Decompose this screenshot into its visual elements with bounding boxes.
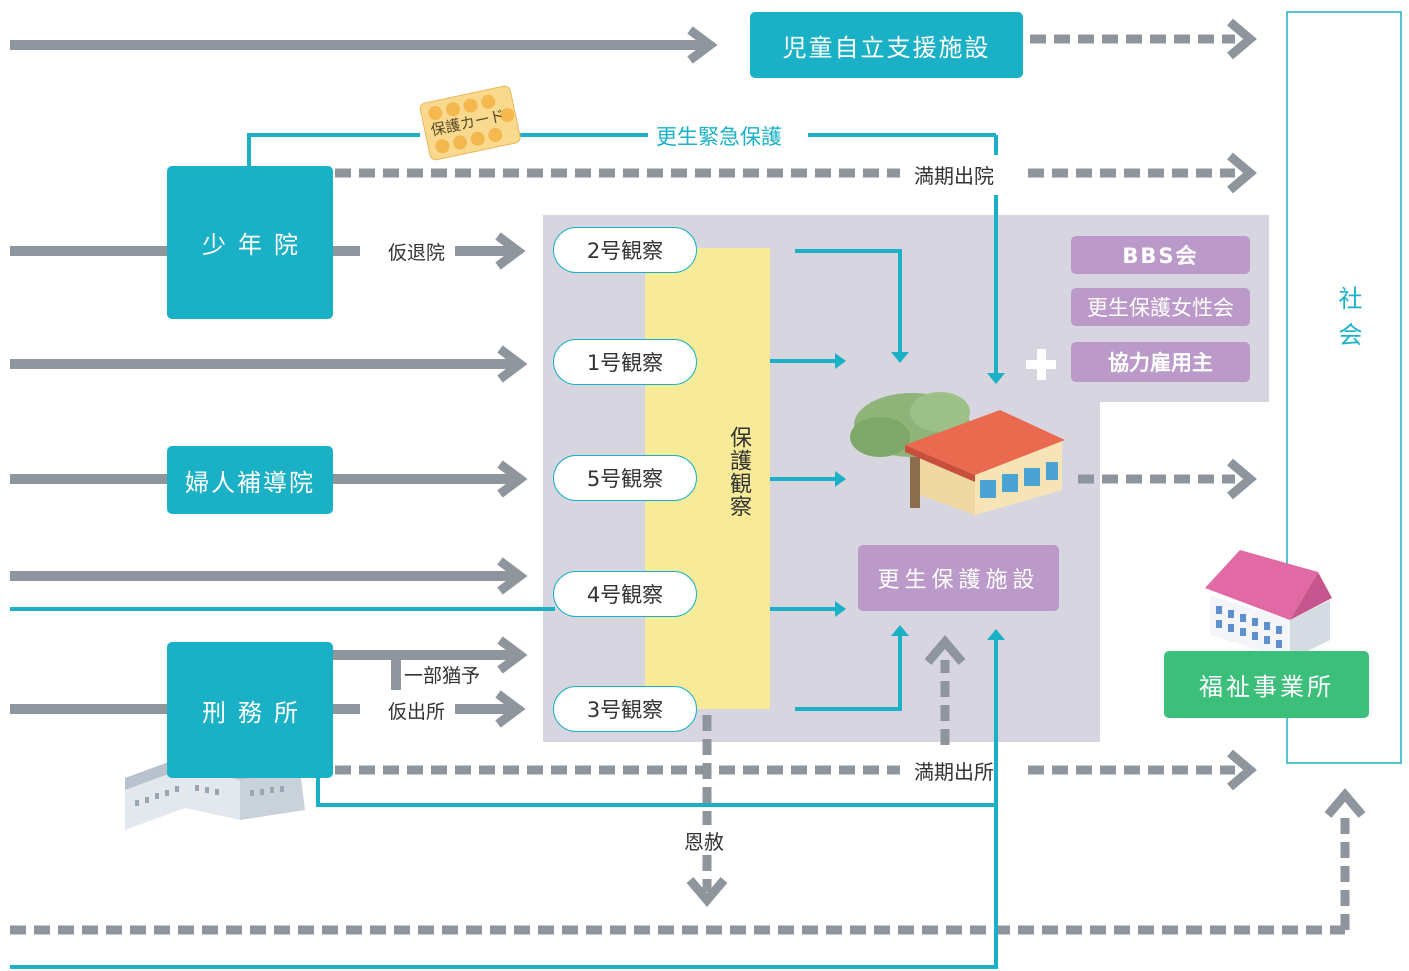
- teal-lines: [10, 133, 998, 969]
- manki-sho-label: 満期出所: [914, 760, 994, 784]
- teal-arrowheads: [835, 352, 1005, 640]
- kansatsu-2: 2号観察: [553, 227, 697, 273]
- shounen-box: 少年院: [167, 166, 333, 319]
- hogo-card-illustration: [419, 85, 521, 161]
- plus-icon: [1026, 349, 1056, 380]
- shakai-label: 社会: [1334, 286, 1362, 358]
- onsha-label: 恩赦: [684, 830, 724, 854]
- kokin-label: 更生緊急保護: [656, 125, 782, 149]
- karishutsu-label: 仮出所: [388, 701, 446, 723]
- kansatsu-4: 4号観察: [553, 571, 697, 617]
- fujin-box: 婦人補導院: [167, 446, 333, 514]
- welfare-building-illustration: [1205, 550, 1332, 660]
- karitai-label: 仮退院: [388, 242, 446, 264]
- hogo-kansatsu-label: 保護観察: [726, 426, 751, 518]
- josei-kai-box: 更生保護女性会: [1071, 288, 1250, 326]
- manki-in-label: 満期出院: [914, 164, 994, 188]
- kansatsu-1: 1号観察: [553, 339, 697, 385]
- jidou-box: 児童自立支援施設: [750, 12, 1023, 78]
- gray-arrowheads: [495, 26, 718, 728]
- kansatsu-5: 5号観察: [553, 455, 697, 501]
- bbs-box: BBS会: [1071, 236, 1250, 274]
- gray-arrows: [10, 40, 705, 714]
- koyounushi-box: 協力雇用主: [1071, 342, 1250, 382]
- dashed-arrowheads: [686, 18, 1366, 907]
- ichibu-label: 一部猶予: [404, 665, 481, 687]
- fukushi-box: 福祉事業所: [1164, 651, 1369, 718]
- facility-illustration: [850, 392, 1065, 515]
- koseihogo-shisetsu-box: 更生保護施設: [858, 545, 1059, 611]
- keimusho-box: 刑務所: [167, 642, 333, 778]
- kansatsu-3: 3号観察: [553, 686, 697, 732]
- dashed-arrows: [10, 34, 1350, 935]
